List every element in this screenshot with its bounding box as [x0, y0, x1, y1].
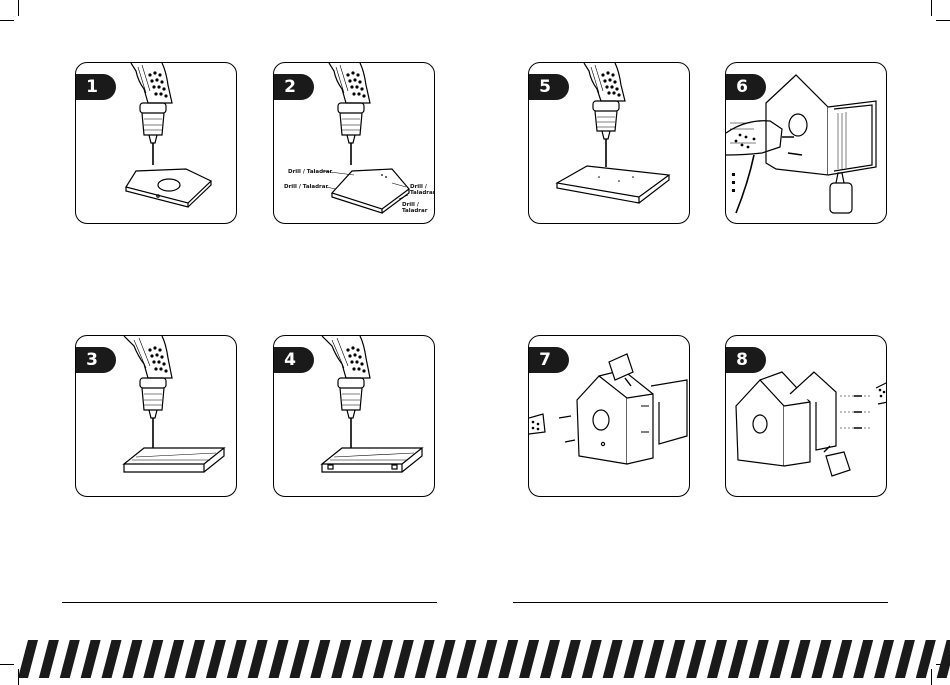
step-panel-8: 8	[725, 335, 887, 497]
hazard-stripe	[436, 640, 456, 678]
hazard-stripe	[269, 640, 289, 678]
crop-mark	[0, 20, 14, 21]
hazard-stripe	[519, 640, 539, 678]
crop-mark	[936, 20, 950, 21]
hazard-stripe	[623, 640, 643, 678]
hazard-stripe	[18, 640, 38, 678]
hazard-stripe	[331, 640, 351, 678]
step-number-badge: 1	[75, 74, 116, 100]
step-panel-3: 3	[75, 335, 237, 497]
drill-label: Drill / Taladrar	[402, 202, 427, 214]
hazard-stripe	[122, 640, 142, 678]
hazard-stripe	[874, 640, 894, 678]
hazard-stripe	[832, 640, 852, 678]
hazard-stripe	[644, 640, 664, 678]
hazard-stripe	[415, 640, 435, 678]
hazard-stripe	[791, 640, 811, 678]
crop-mark	[18, 0, 19, 16]
hazard-stripe	[665, 640, 685, 678]
hazard-stripe	[916, 640, 936, 678]
step-panel-1: 1	[75, 62, 237, 224]
step-number-badge: 5	[528, 74, 569, 100]
step-panel-5: 5	[528, 62, 690, 224]
hazard-stripe	[853, 640, 873, 678]
hazard-stripe	[310, 640, 330, 678]
drill-label: Drill / Taladrar	[410, 184, 435, 196]
divider-line	[62, 602, 437, 603]
hazard-stripe	[394, 640, 414, 678]
step-number-badge: 7	[528, 347, 569, 373]
hazard-stripe	[143, 640, 163, 678]
divider-line	[513, 602, 888, 603]
hazard-stripe	[498, 640, 518, 678]
drill-label: Drill / Taladrar	[284, 184, 328, 190]
step-number-badge: 4	[273, 347, 314, 373]
hazard-stripe	[289, 640, 309, 678]
hazard-stripe	[582, 640, 602, 678]
hazard-stripe	[102, 640, 122, 678]
hazard-stripe	[686, 640, 706, 678]
hazard-stripe	[728, 640, 748, 678]
hazard-stripe	[937, 640, 950, 678]
step-number-badge: 8	[725, 347, 766, 373]
hazard-stripe	[352, 640, 372, 678]
hazard-stripe	[895, 640, 915, 678]
hazard-stripe	[60, 640, 80, 678]
step-number-badge: 2	[273, 74, 314, 100]
hazard-stripe	[749, 640, 769, 678]
step-number-badge: 3	[75, 347, 116, 373]
hazard-stripe	[227, 640, 247, 678]
hazard-stripe	[477, 640, 497, 678]
hazard-stripe	[561, 640, 581, 678]
hazard-stripe	[373, 640, 393, 678]
hazard-stripe	[248, 640, 268, 678]
hazard-stripe	[603, 640, 623, 678]
hazard-stripe	[707, 640, 727, 678]
hazard-stripe	[206, 640, 226, 678]
hazard-stripe	[185, 640, 205, 678]
step-panel-2: 2 Drill / Taladrar Drill / Taladrar Dril…	[273, 62, 435, 224]
crop-mark	[931, 0, 932, 16]
hazard-stripe	[811, 640, 831, 678]
hazard-stripe	[540, 640, 560, 678]
hazard-stripe-band	[0, 640, 950, 678]
hazard-stripe	[39, 640, 59, 678]
hazard-stripe	[456, 640, 476, 678]
step-panel-4: 4	[273, 335, 435, 497]
hazard-stripe	[164, 640, 184, 678]
step-number-badge: 6	[725, 74, 766, 100]
step-panel-6: 6	[725, 62, 887, 224]
hazard-stripe	[81, 640, 101, 678]
step-panel-7: 7	[528, 335, 690, 497]
drill-label: Drill / Taladrar	[288, 169, 332, 175]
hazard-stripe	[770, 640, 790, 678]
